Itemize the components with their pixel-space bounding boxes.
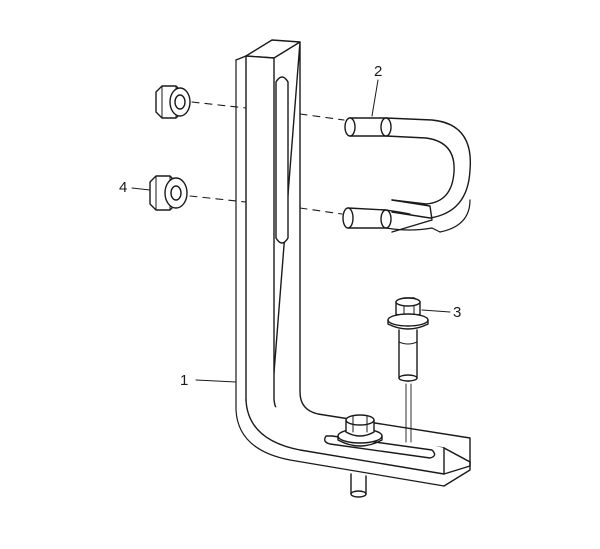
stud-below-foot [350,473,367,498]
installed-nut [337,414,383,447]
u-bolt [342,117,472,233]
callout-1: 1 [180,372,189,389]
callout-2: 2 [374,63,383,80]
flange-nut-upper [155,85,191,119]
assembly-guide-lines [189,101,345,215]
callout-3: 3 [453,304,462,321]
flange-nut-lower [149,175,188,211]
callout-4: 4 [119,179,128,196]
callout-leaders [131,79,451,383]
flange-bolt [387,297,429,443]
